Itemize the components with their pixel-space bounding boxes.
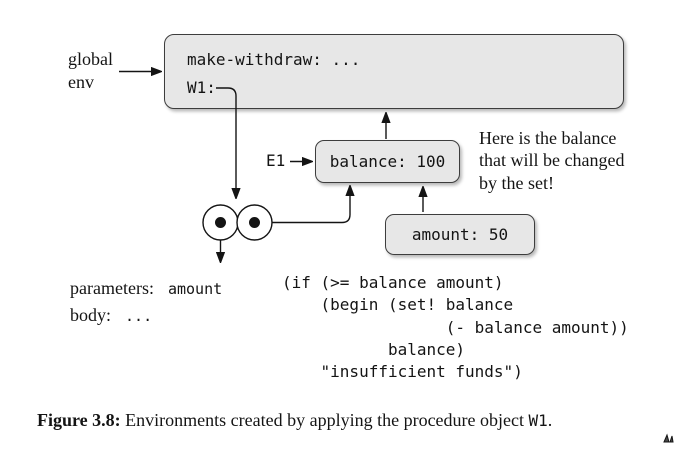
parameters-value: amount bbox=[167, 280, 223, 298]
binding-make-withdraw: make-withdraw: ... bbox=[187, 50, 361, 69]
procedure-body-code: (if (>= balance amount) (begin (set! bal… bbox=[282, 272, 629, 383]
global-env-label-line1: global bbox=[68, 49, 113, 69]
code-line-3: (- balance amount)) bbox=[282, 317, 629, 337]
procedure-env-circle bbox=[236, 204, 273, 241]
procedure-body-circle bbox=[202, 204, 239, 241]
annotation-balance-note: Here is the balance that will be changed… bbox=[479, 127, 624, 194]
caption-suffix: . bbox=[547, 410, 553, 430]
body-label: body: bbox=[70, 305, 112, 325]
procedure-description: parameters: amount body:... bbox=[70, 277, 222, 331]
procedure-body-row: body:... bbox=[70, 304, 222, 328]
e1-label: E1 bbox=[266, 151, 286, 170]
procedure-object-circles bbox=[202, 204, 273, 241]
procedure-body-dot bbox=[215, 217, 226, 228]
code-line-2: (begin (set! balance bbox=[282, 295, 514, 315]
figure-caption: Figure 3.8: Environments created by appl… bbox=[37, 410, 552, 431]
code-line-4: balance) bbox=[282, 339, 466, 359]
amount-frame: amount: 50 bbox=[385, 214, 535, 255]
parameters-label: parameters: bbox=[70, 278, 154, 298]
code-line-5: "insufficient funds") bbox=[282, 362, 523, 382]
annotation-line3: by the set! bbox=[479, 172, 554, 193]
caption-code-ref: W1 bbox=[528, 411, 548, 430]
e1-frame: balance: 100 bbox=[315, 140, 460, 183]
binding-balance: balance: 100 bbox=[329, 152, 446, 171]
procedure-parameters-row: parameters: amount bbox=[70, 277, 222, 301]
scan-artifact bbox=[663, 433, 674, 443]
global-env-label-line2: env bbox=[68, 71, 94, 92]
code-line-1: (if (>= balance amount) bbox=[282, 273, 504, 292]
procedure-env-dot bbox=[249, 217, 260, 228]
annotation-line1: Here is the balance bbox=[479, 128, 617, 148]
caption-figure-number: Figure 3.8: bbox=[37, 410, 121, 430]
binding-w1: W1: bbox=[187, 78, 216, 97]
annotation-line2: that will be changed bbox=[479, 150, 625, 171]
global-env-label: global env bbox=[68, 48, 113, 93]
binding-amount: amount: 50 bbox=[411, 225, 509, 244]
connector-procedure-env-pointer bbox=[254, 186, 351, 224]
global-env-frame: make-withdraw: ... W1: bbox=[164, 34, 624, 109]
body-value: ... bbox=[125, 307, 153, 325]
caption-text: Environments created by applying the pro… bbox=[125, 410, 525, 430]
